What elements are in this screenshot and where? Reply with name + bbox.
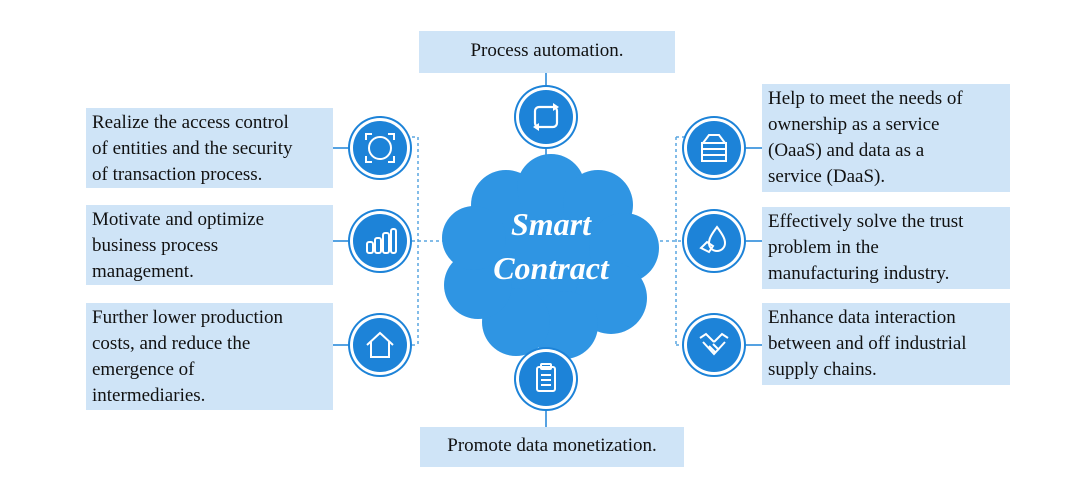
left-box-production-costs: Further lower production costs, and redu… [86, 303, 333, 410]
house-icon [353, 318, 407, 372]
text-line: manufacturing industry. [768, 263, 950, 284]
bottom-box: Promote data monetization. [420, 427, 684, 467]
top-box-text: Process automation. [470, 40, 624, 61]
top-box: Process automation. [419, 31, 675, 73]
text-line: emergence of [92, 359, 195, 380]
text-line: service (DaaS). [768, 166, 886, 187]
handshake-drop-icon [687, 214, 741, 268]
smart-contract-cloud: Smart Contract [436, 150, 666, 365]
cloud-icon [442, 154, 659, 359]
right-box-trust-problem: Effectively solve the trust problem in t… [762, 207, 1010, 289]
clipboard-icon [519, 352, 573, 406]
refresh-icon [519, 90, 573, 144]
text-line: supply chains. [768, 359, 877, 380]
left-box-business-process: Motivate and optimize business process m… [86, 205, 333, 285]
text-line: management. [92, 261, 194, 282]
text-line: of entities and the security [92, 138, 293, 159]
text-line: Effectively solve the trust [768, 211, 964, 232]
text-line: intermediaries. [92, 385, 206, 406]
handshake-icon [687, 318, 741, 372]
text-line: Realize the access control [92, 112, 289, 133]
bar-chart-icon [353, 214, 407, 268]
bottom-box-text: Promote data monetization. [447, 435, 657, 456]
text-line: Further lower production [92, 307, 284, 328]
right-box-data-interaction: Enhance data interaction between and off… [762, 303, 1010, 385]
shield-frame-icon [353, 121, 407, 175]
text-line: (OaaS) and data as a [768, 140, 925, 161]
text-line: of transaction process. [92, 164, 263, 185]
cloud-label-line2: Contract [493, 250, 609, 286]
text-line: Motivate and optimize [92, 209, 265, 230]
text-line: problem in the [768, 237, 879, 258]
text-line: costs, and reduce the [92, 333, 251, 354]
left-box-access-control: Realize the access control of entities a… [86, 108, 333, 188]
text-line: between and off industrial [768, 333, 967, 354]
right-box-oaas-daas: Help to meet the needs of ownership as a… [762, 84, 1010, 192]
stacked-layers-icon [687, 121, 741, 175]
text-line: Enhance data interaction [768, 307, 956, 328]
cloud-label: Smart Contract [436, 202, 666, 290]
text-line: Help to meet the needs of [768, 88, 963, 109]
text-line: business process [92, 235, 219, 256]
text-line: ownership as a service [768, 114, 940, 135]
cloud-label-line1: Smart [510, 206, 592, 242]
